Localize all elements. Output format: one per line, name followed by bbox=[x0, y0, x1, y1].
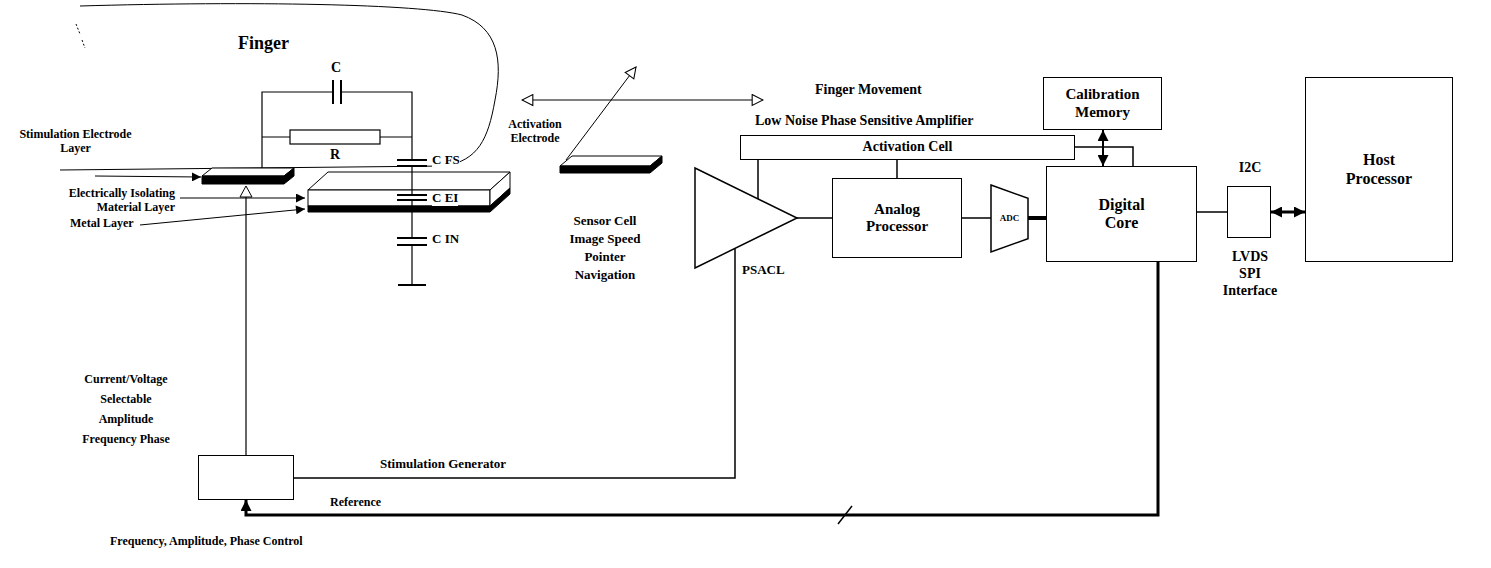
signal-connector bbox=[896, 160, 898, 178]
component-label: C bbox=[331, 60, 341, 76]
node-text: Digital Core bbox=[1087, 196, 1157, 233]
node-content: Analog Processor bbox=[833, 179, 961, 257]
node-text: Analog Processor bbox=[852, 201, 942, 236]
node-content: Host Processor bbox=[1306, 78, 1452, 261]
connector-label: Stimulation Generator bbox=[380, 457, 506, 472]
finger-label: Finger bbox=[238, 33, 289, 54]
movement-arrow bbox=[522, 100, 763, 101]
electrode-plate-top bbox=[202, 168, 294, 176]
triangle-outline bbox=[695, 168, 797, 268]
signal-label: Reference bbox=[330, 496, 381, 510]
node-text: Calibration Memory bbox=[1053, 86, 1153, 121]
capacitor-symbol bbox=[397, 195, 427, 200]
open-arrowhead bbox=[240, 186, 252, 197]
signal-connector bbox=[1028, 216, 1046, 220]
capacitance-label: C IN bbox=[432, 232, 459, 247]
memory-box: Calibration Memory bbox=[1043, 77, 1162, 130]
host-box: Host Processor bbox=[1305, 77, 1453, 262]
node-content bbox=[199, 456, 293, 499]
node-heading: Current/Voltage Selectable Amplitude Fre… bbox=[76, 369, 176, 449]
amplifier-triangle: PSACL bbox=[695, 168, 797, 268]
signal-label: Frequency, Amplitude, Phase Control bbox=[110, 535, 303, 549]
node-text: Host Processor bbox=[1329, 151, 1429, 188]
signal-connector bbox=[797, 217, 832, 219]
generator-box: Current/Voltage Selectable Amplitude Fre… bbox=[198, 455, 294, 500]
electrode-plate bbox=[202, 168, 294, 184]
activation-pointer bbox=[566, 67, 636, 160]
signal-connector bbox=[1197, 211, 1227, 213]
amplifier-label: Low Noise Phase Sensitive Amplifier bbox=[755, 113, 974, 129]
node-content: Digital Core bbox=[1047, 167, 1196, 261]
component-label: R bbox=[330, 147, 340, 163]
node-text: ADC bbox=[1000, 213, 1020, 223]
capacitor-symbol bbox=[397, 238, 427, 245]
node-content bbox=[1228, 187, 1270, 237]
signal-connector bbox=[1102, 130, 1104, 166]
node-heading: PSACL bbox=[742, 262, 797, 278]
layer-label: Stimulation Electrode Layer bbox=[8, 128, 143, 156]
motion-label: Finger Movement bbox=[815, 82, 922, 98]
leader-arrow bbox=[95, 176, 201, 177]
capacitor-symbol bbox=[333, 80, 341, 104]
signal-connector bbox=[1271, 211, 1305, 214]
capacitor-symbol bbox=[397, 160, 427, 166]
stimulation-wire bbox=[245, 196, 246, 455]
electrode-label: Activation Electrode bbox=[500, 118, 570, 146]
interface-box: I2CLVDS SPI Interface bbox=[1227, 186, 1271, 238]
node-heading: LVDS SPI Interface bbox=[1221, 249, 1279, 299]
metal-layer bbox=[308, 188, 510, 212]
activation-plate-top bbox=[560, 156, 662, 166]
core-box: Digital Core bbox=[1046, 166, 1197, 262]
finger-mark bbox=[76, 24, 85, 48]
signal-connector bbox=[757, 160, 759, 199]
function-label: Sensor Cell Image Speed Pointer Navigati… bbox=[565, 212, 645, 284]
adc-trapezoid: ADC bbox=[991, 185, 1028, 252]
layer-label: Electrically Isolating Material Layer bbox=[50, 187, 175, 215]
capacitance-label: C FS bbox=[432, 153, 460, 168]
activation-plate bbox=[560, 156, 662, 173]
sensor-plate-top bbox=[308, 172, 510, 190]
signal-connector bbox=[294, 248, 735, 478]
signal-connector bbox=[962, 217, 991, 219]
node-content: Activation Cell bbox=[741, 136, 1074, 159]
network-wire bbox=[262, 92, 412, 285]
shape-outline bbox=[991, 185, 1028, 252]
node-content: Calibration Memory bbox=[1044, 78, 1161, 129]
node-heading: I2C bbox=[1220, 160, 1280, 177]
shape-outline bbox=[695, 168, 797, 268]
signal-connector bbox=[246, 262, 1158, 515]
isolating-layer bbox=[308, 190, 490, 206]
processor-box: Analog Processor bbox=[832, 178, 962, 258]
node-content bbox=[695, 168, 797, 268]
leader-arrow bbox=[180, 198, 305, 199]
node-text: Activation Cell bbox=[863, 139, 953, 155]
ground-symbol bbox=[398, 284, 426, 286]
cell-bar: Activation Cell bbox=[740, 135, 1075, 160]
resistor-symbol bbox=[290, 130, 380, 144]
node-content: ADC bbox=[991, 185, 1028, 252]
signal-connector bbox=[1075, 147, 1133, 166]
capacitance-label: C EI bbox=[432, 191, 458, 206]
layer-label: Metal Layer bbox=[70, 217, 134, 231]
